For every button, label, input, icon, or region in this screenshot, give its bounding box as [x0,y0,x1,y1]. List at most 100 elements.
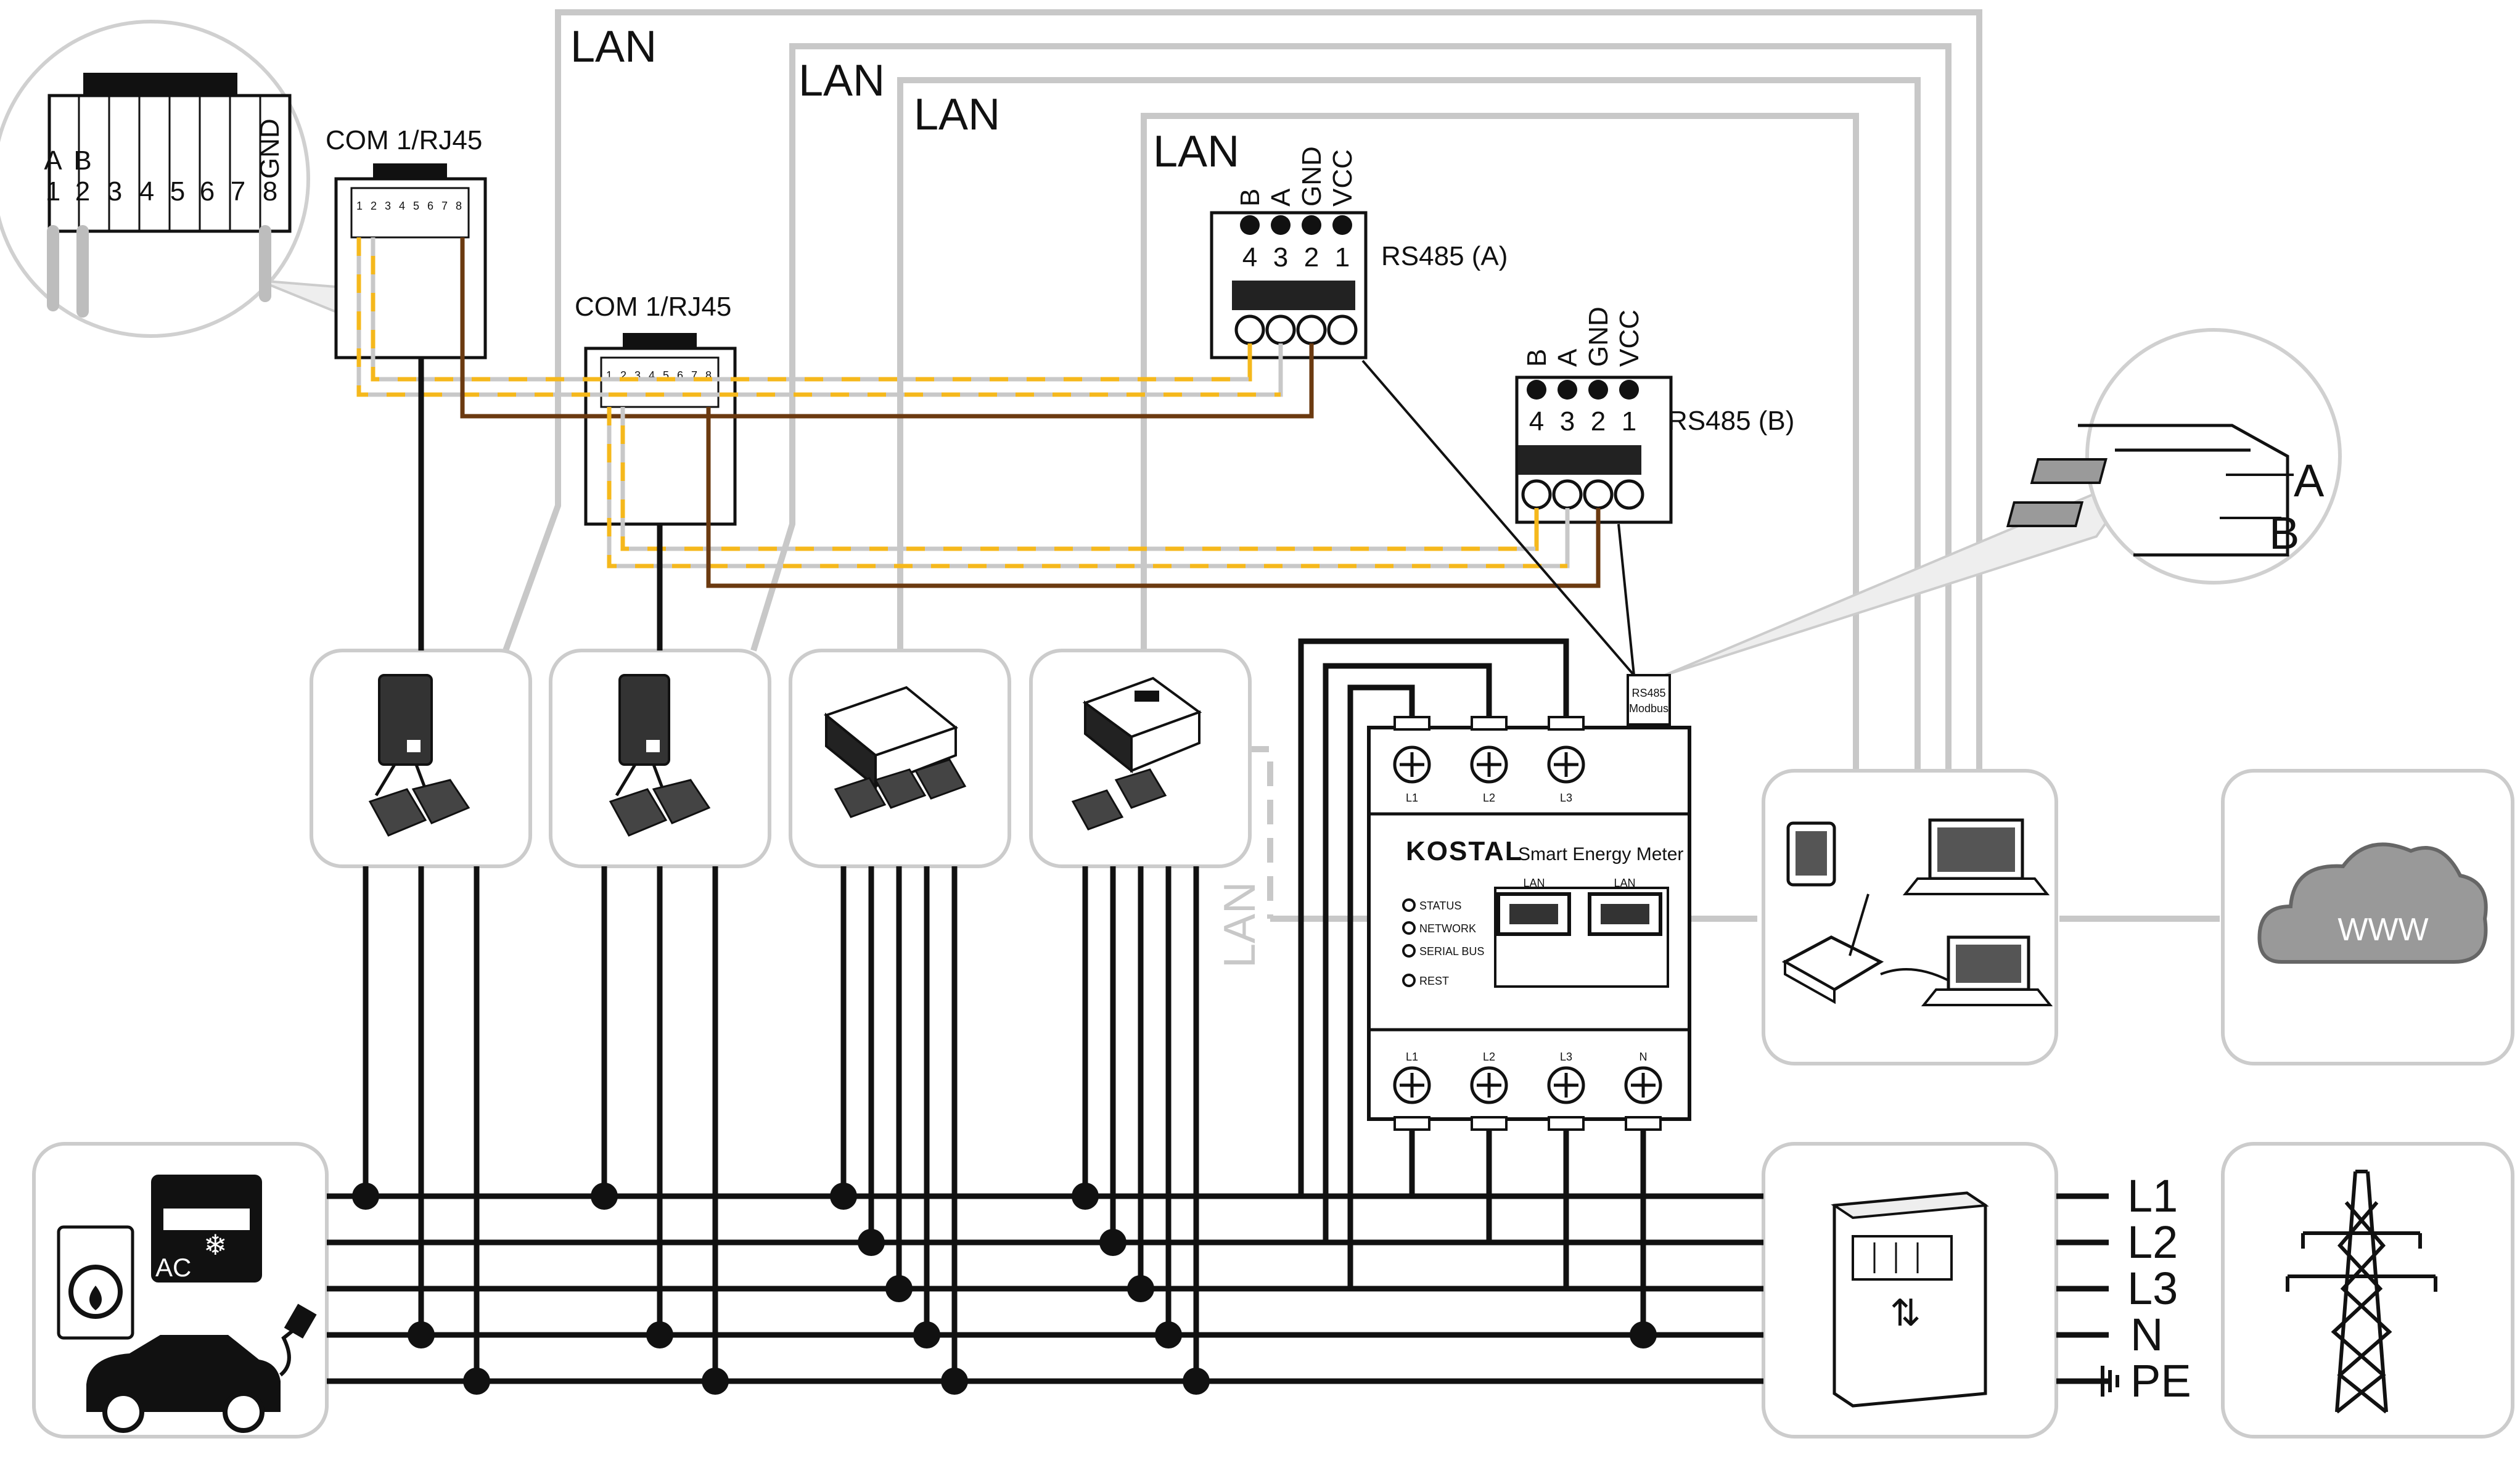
com1-pin-1: 1 [356,200,363,212]
rs485-b-num-2: 2 [1591,406,1606,437]
lan-cable-3 [897,77,1921,771]
lan-cable-4 [1141,113,1859,771]
zoom-pin-6: 6 [200,176,215,207]
rs485-terminal-b: B A GND VCC 4 3 2 1 RS485 (B) [1515,306,1794,524]
rs485-b-num-1: 1 [1622,406,1636,437]
com2-pin-8: 8 [705,369,712,382]
meter-bottom-l2: L2 [1483,1051,1495,1063]
rs485-b-signal-b: B [1522,349,1552,367]
zoom-pin-a-label: A [44,146,62,176]
zoom-pin-1: 1 [46,176,60,207]
rs485-module-line1: RS485 [1631,687,1665,699]
rs485-a-signal-b: B [1235,189,1265,207]
com1-pin-7: 7 [441,200,448,212]
rs485-b-label: RS485 (B) [1668,406,1794,436]
ground-symbol [2101,1366,2119,1397]
com-port-1-label: COM 1/RJ45 [326,125,482,155]
zoom-pin-3: 3 [107,176,122,207]
inverter-2-icon [609,674,711,837]
inverter-3-icon [823,686,967,818]
rs485-b-signal-a: A [1553,348,1583,367]
zoom-label-b: B [2269,507,2299,559]
phase-label-pe: PE [2130,1355,2191,1406]
zoom-label-a: A [2294,455,2325,506]
cloud-text: WWW [2337,912,2428,948]
grid-meter-icon: ⇅ [1831,1191,1989,1408]
zoom-pin-2: 2 [75,176,90,207]
rs485-a-label: RS485 (A) [1381,241,1508,271]
led-serial-bus: SERIAL BUS [1419,945,1484,958]
lan-label-2: LAN [798,56,885,105]
meter-lan-port-2-label: LAN [1614,877,1635,889]
com1-pin-3: 3 [385,200,391,212]
com1-pin-8: 8 [456,200,462,212]
meter-bottom-l3: L3 [1560,1051,1572,1063]
power-wires [327,358,2109,1384]
phase-label-n: N [2130,1309,2163,1360]
inverter-4-icon [1071,676,1202,831]
led-status: STATUS [1419,900,1461,912]
smart-energy-meter: RS485 Modbus KOSTAL Smart Energy Meter L… [1367,674,1691,1131]
phase-label-l2: L2 [2127,1217,2178,1268]
lan-cable-1 [503,9,1982,771]
phase-label-l1: L1 [2127,1170,2178,1221]
rs485-a-num-4: 4 [1242,242,1257,273]
zoom-pin-8: 8 [263,176,277,207]
com-port-2: COM 1/RJ45 1 2 3 4 5 6 7 8 [575,292,737,526]
rs485-b-signal-vcc: VCC [1614,310,1644,367]
loads-icon: AC ❄ [57,1175,317,1433]
com2-pin-3: 3 [634,369,641,382]
rs485-a-num-1: 1 [1335,242,1350,273]
inverter-1-icon [368,674,470,837]
rs485-a-num-3: 3 [1273,242,1288,273]
com1-pin-4: 4 [399,200,405,212]
rj45-zoom-callout: 1 2 3 4 5 6 7 8 A B GND [0,20,376,338]
meter-top-l3: L3 [1560,792,1572,804]
network-devices-icon [1781,818,2053,1006]
zoom-pin-5: 5 [170,176,185,207]
lan-cable-inv4-dashed [1244,746,1273,919]
bidirectional-arrows-icon: ⇅ [1890,1292,1921,1334]
rs485-a-signal-a: A [1266,188,1296,207]
phase-label-l3: L3 [2127,1263,2178,1314]
zoom-pin-7: 7 [231,176,245,207]
rs485-ab-zoom-callout: A B [1664,328,2342,676]
meter-lan-port-1-label: LAN [1523,877,1545,889]
rs485-a-signal-vcc: VCC [1328,149,1358,207]
rs485-b-signal-gnd: GND [1583,306,1614,367]
rs485-a-signal-gnd: GND [1297,146,1327,207]
rs485-module-line2: Modbus [1629,702,1668,715]
cloud-icon: WWW [2257,842,2488,964]
lan-label-vertical: LAN [1215,882,1265,968]
ac-label: AC [155,1253,191,1282]
lan-label-4: LAN [1153,127,1239,176]
meter-bottom-l1: L1 [1406,1051,1418,1063]
com2-pin-7: 7 [691,369,697,382]
com2-pin-6: 6 [677,369,683,382]
com1-pin-5: 5 [413,200,419,212]
com2-pin-4: 4 [649,369,655,382]
rs485-terminal-a: B A GND VCC 4 3 2 1 RS485 (A) [1210,146,1508,359]
zoom-pin-4: 4 [139,176,154,207]
transmission-tower-icon [2286,1170,2437,1414]
com1-pin-6: 6 [427,200,433,212]
lan-label-3: LAN [914,90,1000,139]
rs485-b-num-3: 3 [1560,406,1575,437]
com-port-2-label: COM 1/RJ45 [575,292,731,322]
meter-brand: KOSTAL [1406,836,1523,866]
com1-pin-2: 2 [371,200,377,212]
meter-top-l2: L2 [1483,792,1495,804]
com2-pin-2: 2 [620,369,626,382]
meter-top-l1: L1 [1406,792,1418,804]
snowflake-icon: ❄ [203,1229,228,1261]
meter-bottom-n: N [1640,1051,1648,1063]
zoom-pin-gnd-label: GND [255,118,285,179]
meter-product: Smart Energy Meter [1518,844,1683,864]
lan-label-1: LAN [570,22,657,72]
led-rest: REST [1419,975,1449,987]
rs485-b-num-4: 4 [1529,406,1544,437]
junction-dots [352,1183,1657,1395]
com2-pin-1: 1 [606,369,612,382]
rs485-a-num-2: 2 [1304,242,1319,273]
